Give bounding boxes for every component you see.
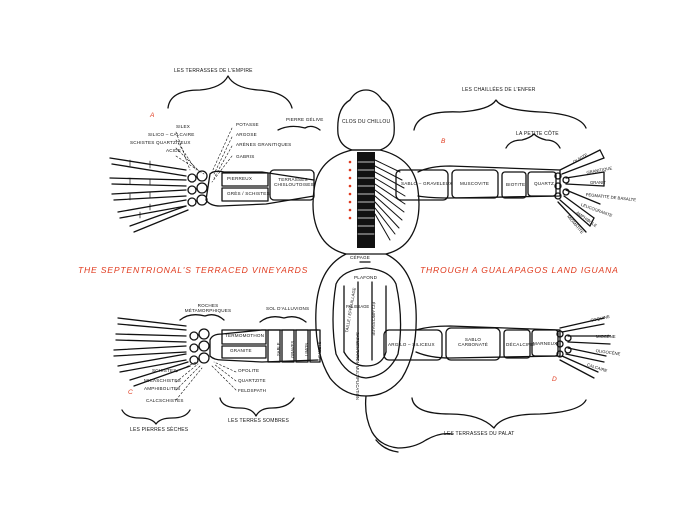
brace-roches	[179, 314, 225, 321]
arm-d-seg-3: MARNEUX	[533, 341, 558, 346]
region-bottom-left-b: LES TERRES SOMBRES	[228, 418, 290, 424]
brace-top-left	[167, 75, 293, 109]
region-top-right: LES CHAILLÉES DE L'ENFER	[462, 87, 536, 93]
head-label: CLOS DU CHILLOU	[342, 119, 391, 125]
arm-a-seg-0: PIERREUX	[227, 176, 253, 181]
arm-c-seg-0: TERMOMOTHON	[225, 333, 265, 338]
letter-c: C	[128, 389, 134, 396]
brace-bottom-right	[411, 397, 587, 429]
region-petite-cote: LA PETITE CÔTE	[516, 131, 559, 137]
arm-b-seg-2: BIOTITE	[506, 182, 526, 187]
arm-c-right-2: FELDSPATH	[238, 388, 267, 393]
arm-c-leg-0: SABLE	[276, 342, 281, 356]
arm-d-seg-2: DÉCALCIFIÉ	[506, 342, 536, 347]
brace-petite-cote	[505, 133, 561, 149]
arm-a-right-1: ARGOSE	[236, 132, 257, 137]
region-bottom-left-a: LES PIERRES SÈCHES	[130, 427, 189, 433]
brace-terres-sombres	[219, 397, 295, 417]
arm-a-left-3: ACIDE	[166, 148, 182, 153]
arm-a-left-2: SCHISTES QUARTZITEUX	[130, 140, 191, 145]
letter-d: D	[552, 376, 558, 383]
arm-a-seg-2: TERRASSES CHISLOUTOISES	[274, 177, 314, 187]
arm-a-seg-1: GRÈS / SCHISTES	[227, 191, 270, 196]
brace-pierres-seches	[121, 409, 191, 425]
arm-b-seg-0: SABLO – GRAVELEUX	[401, 181, 453, 186]
banner-right: THROUGH A GUALAPAGOS LAND IGUANA	[420, 265, 619, 275]
arm-b-seg-3: QUARTZ	[534, 181, 555, 186]
red-markers	[348, 160, 352, 220]
region-roches: ROCHES MÉTAMORPHIQUES	[184, 303, 232, 313]
arm-c-leg-3: GALETS	[317, 341, 322, 358]
belly-lane-2: SARMENTATION MULTIPLICATION	[355, 332, 360, 400]
arm-a-left-1: SILICO – CALCAIRE	[148, 132, 195, 137]
arm-c-left-2: AMPHIBOLITES	[144, 386, 181, 391]
belly-lane-3: ÉCLAIRCISSAGE	[371, 302, 376, 336]
arm-b-shapes	[395, 149, 605, 233]
arm-d-shapes	[383, 317, 611, 379]
belly-top-label: CÉPAGE	[350, 255, 371, 260]
arm-a-shapes	[109, 127, 315, 233]
belly-inner	[332, 267, 402, 379]
tail	[364, 395, 453, 449]
arm-c-left-3: CALCSCHISTES	[146, 398, 184, 403]
brace-top-right	[413, 99, 587, 131]
region-pierre-gelive: PIERRE GÉLIVE	[286, 117, 324, 122]
brace-sol	[259, 316, 307, 323]
arm-d-claw-1: MIOCÈNE	[596, 334, 616, 339]
banner-left: THE SEPTENTRIONAL'S TERRACED VINEYARDS	[78, 265, 309, 275]
ribs	[374, 159, 406, 241]
letter-b: B	[441, 138, 446, 145]
arm-c-right-1: QUARTZITE	[238, 378, 266, 383]
arm-a-left-0: SILEX	[176, 124, 191, 129]
arm-c-leg-2: LIMON	[304, 342, 309, 356]
region-bottom-right: LES TERRASSES DU PALAT	[444, 431, 515, 437]
spine-notches	[357, 161, 375, 235]
arm-d-seg-1: SABLO CARBONATÉ	[457, 337, 489, 347]
brace-pierre-gelive	[277, 125, 321, 131]
region-top-left: LES TERRASSES DE L'EMPIRE	[174, 68, 253, 74]
letter-a: A	[150, 112, 155, 119]
arm-c-left-0: SCHISTES	[152, 368, 177, 373]
spine	[357, 152, 375, 248]
arm-b-seg-1: MUSCOVITE	[460, 181, 490, 186]
arm-a-right-3: GABRIS	[236, 154, 255, 159]
region-sol: SOL D'ALLUVIONS	[266, 306, 310, 311]
belly-sub-0: PLAFOND	[354, 275, 378, 280]
arm-a-right-2: ARÈNES GRANITIQUES	[236, 142, 292, 147]
arm-c-right-0: OPOLITE	[238, 368, 260, 373]
arm-c-seg-1: GRANITE	[230, 348, 252, 353]
arm-c-shapes	[113, 317, 321, 401]
arm-c-left-1: MICASCHISTES	[144, 378, 181, 383]
arm-a-right-0: POTASSE	[236, 122, 259, 127]
arm-c-leg-1: GRAVES	[290, 340, 295, 358]
belly-lane-0: PALISSAGE	[346, 304, 370, 309]
arm-d-seg-0: ARGILO – SILICEUX	[388, 342, 435, 347]
arm-b-claw-2: GRANIT	[590, 180, 606, 185]
